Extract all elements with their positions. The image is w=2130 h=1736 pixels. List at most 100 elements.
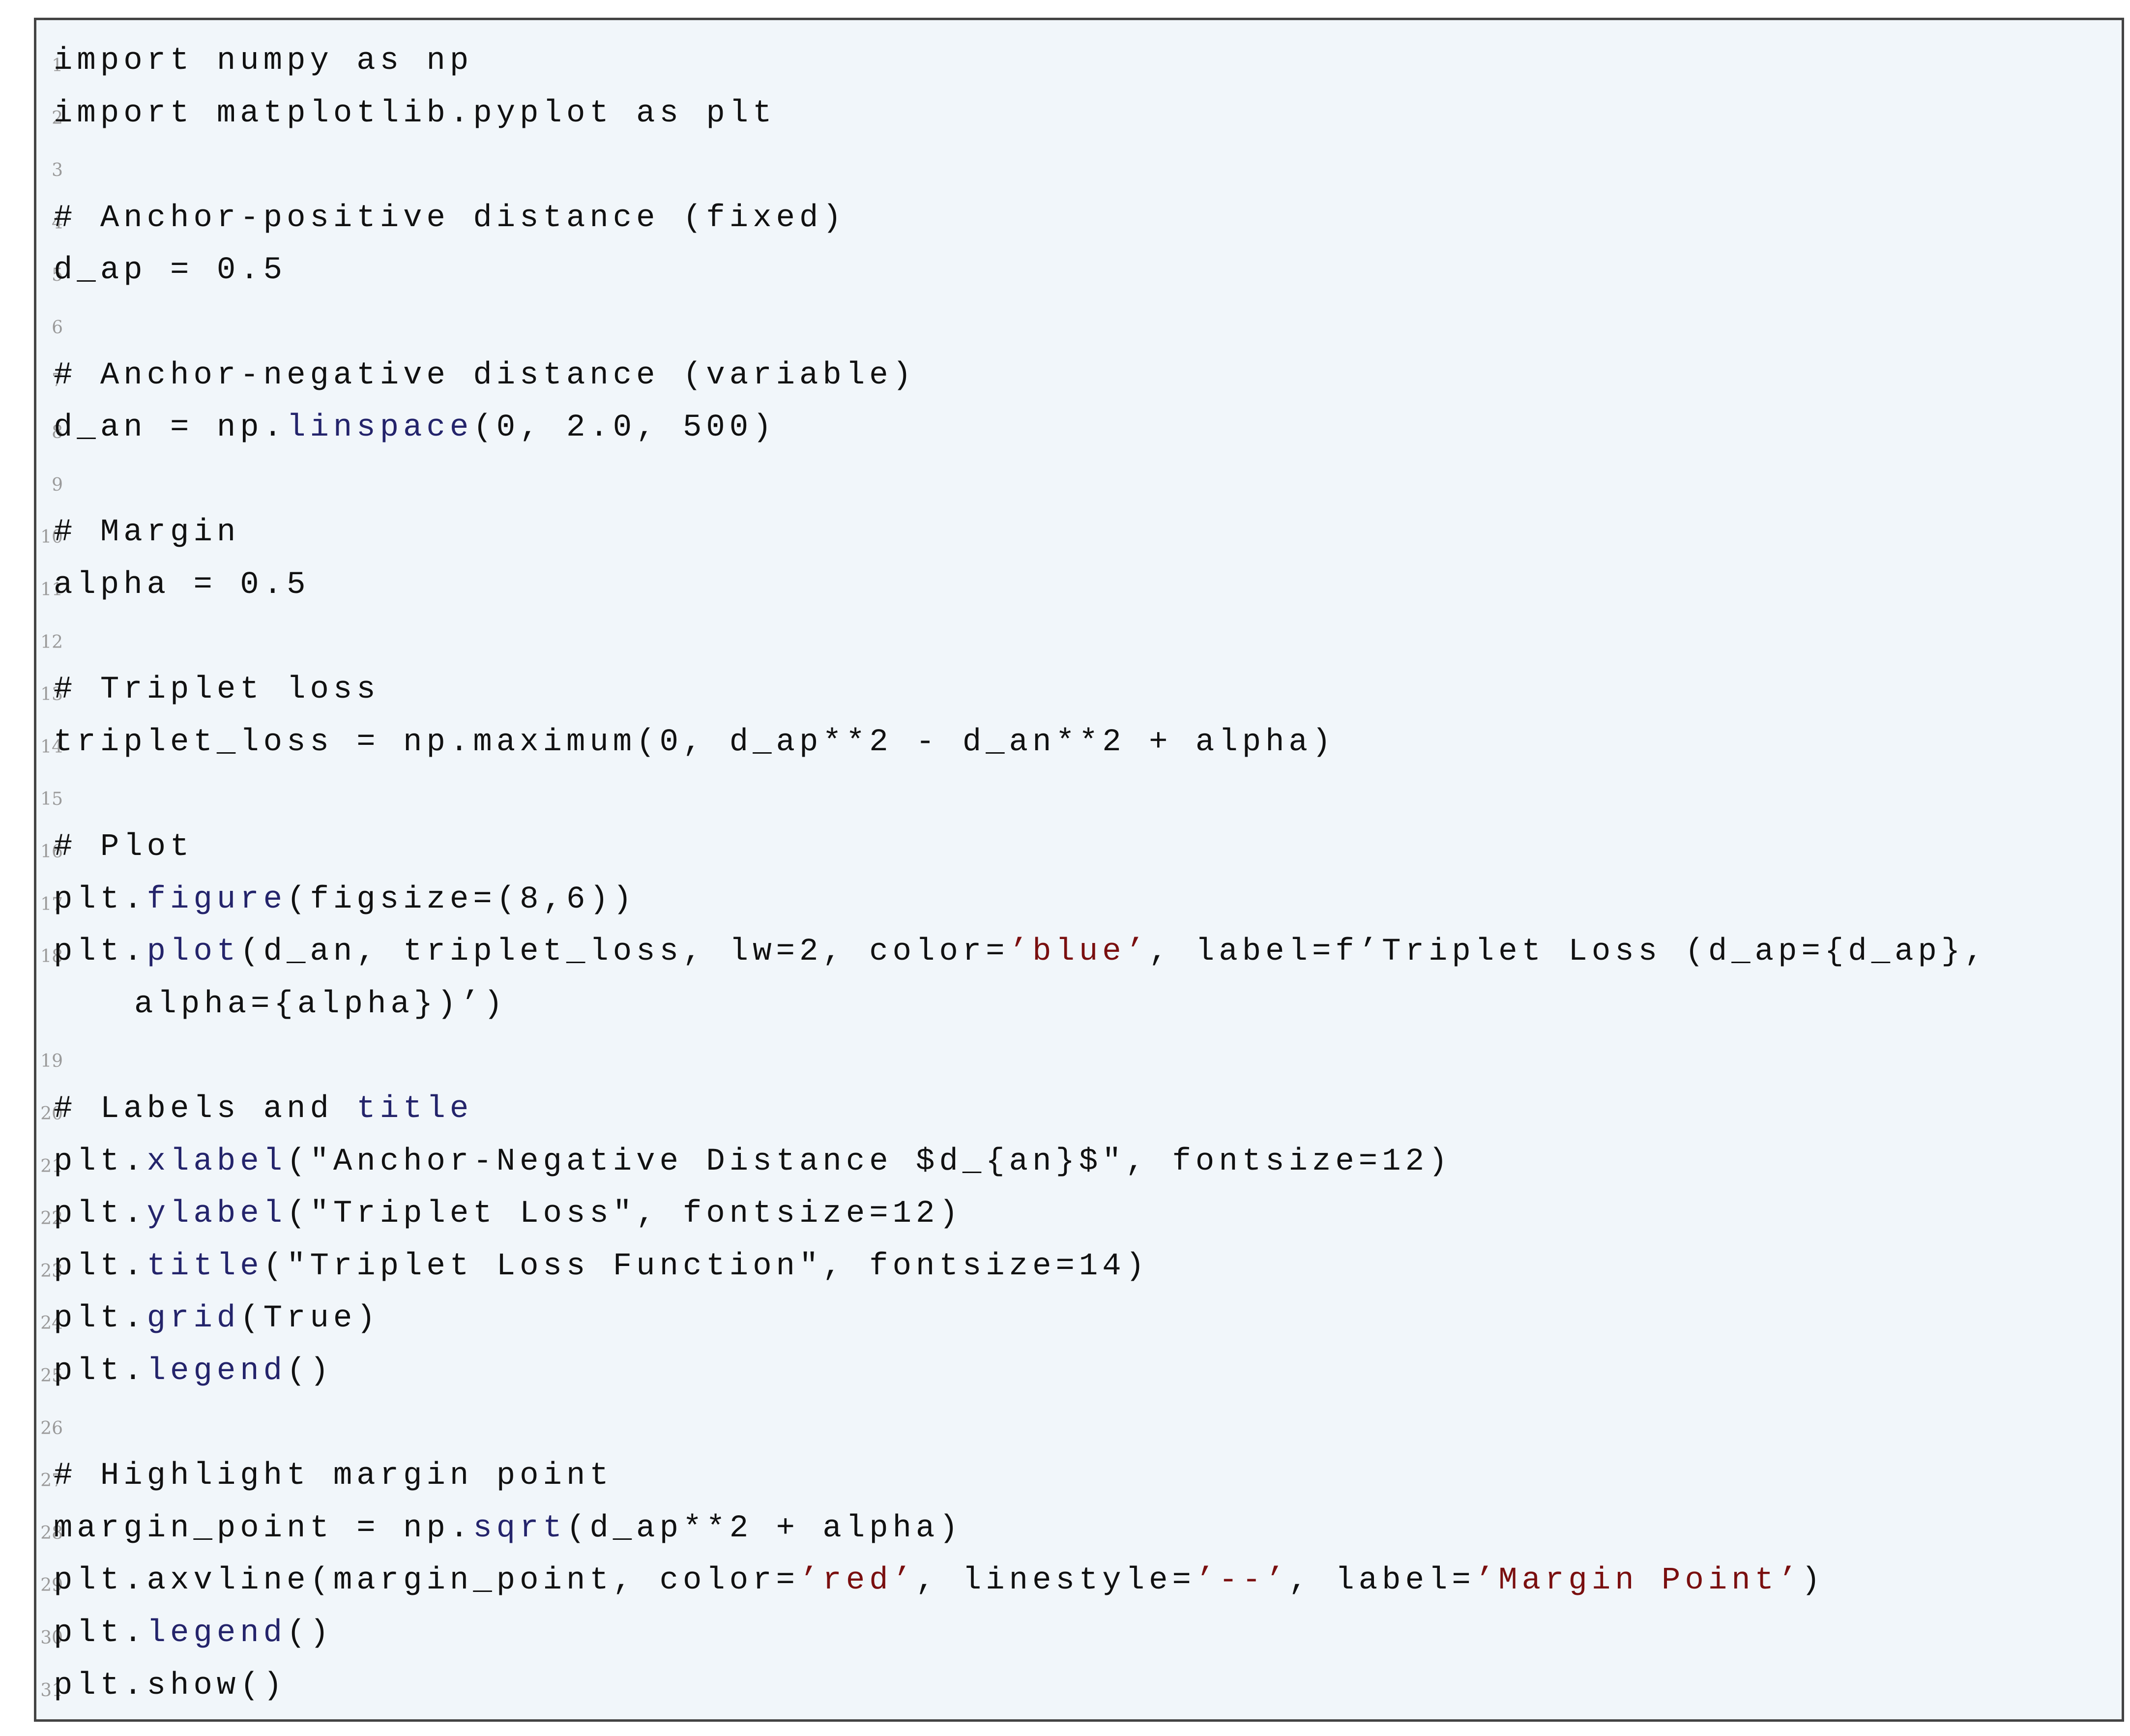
code-line: 9 xyxy=(36,453,2122,505)
code-function-token: linspace xyxy=(287,410,473,446)
code-line: 20# Labels and title xyxy=(36,1082,2122,1134)
code-text: # Highlight margin point xyxy=(54,1460,613,1492)
code-text: plt.grid(True) xyxy=(54,1303,380,1334)
code-token: plt. xyxy=(54,1196,147,1232)
code-token: d_an = np. xyxy=(54,410,287,446)
code-token: triplet_loss = np.maximum(0, d_ap**2 - d… xyxy=(54,724,1336,760)
code-token: # Anchor-positive distance (fixed) xyxy=(54,200,846,236)
code-function-token: legend xyxy=(146,1353,287,1389)
code-function-token: sqrt xyxy=(473,1510,566,1546)
line-number: 11 xyxy=(40,580,63,600)
code-text: d_an = np.linspace(0, 2.0, 500) xyxy=(54,412,776,443)
code-token: (0, 2.0, 500) xyxy=(473,410,776,446)
code-line: 16# Plot xyxy=(36,820,2122,872)
code-line: 7# Anchor-negative distance (variable) xyxy=(36,348,2122,400)
line-number: 21 xyxy=(40,1156,63,1177)
code-line: 19 xyxy=(36,1029,2122,1081)
code-text: # Plot xyxy=(54,831,193,863)
line-number: 28 xyxy=(40,1523,63,1543)
code-text: plt.legend() xyxy=(54,1618,333,1649)
code-line: 12 xyxy=(36,610,2122,662)
code-token: (d_ap**2 + alpha) xyxy=(566,1510,963,1546)
code-function-token: plot xyxy=(146,934,240,970)
code-line: alpha={alpha})’) xyxy=(36,977,2122,1029)
line-number: 25 xyxy=(40,1366,63,1386)
code-token: alpha={alpha})’) xyxy=(134,986,507,1022)
code-text: plt.ylabel("Triplet Loss", fontsize=12) xyxy=(54,1198,963,1230)
code-token: # Labels and xyxy=(54,1091,357,1127)
code-text: plt.legend() xyxy=(54,1355,333,1387)
code-string-token: ’blue’ xyxy=(1009,934,1149,970)
line-number: 13 xyxy=(40,684,63,705)
line-number: 9 xyxy=(52,474,63,495)
line-number: 7 xyxy=(52,370,63,390)
code-line: 10# Margin xyxy=(36,505,2122,557)
line-number: 3 xyxy=(52,160,63,181)
code-text: plt.xlabel("Anchor-Negative Distance $d_… xyxy=(54,1146,1452,1177)
line-number: 12 xyxy=(40,632,63,652)
code-text: # Anchor-negative distance (variable) xyxy=(54,360,916,391)
line-number: 31 xyxy=(40,1680,63,1701)
code-token: plt.axvline(margin_point, color= xyxy=(54,1563,799,1599)
code-string-token: ’Margin Point’ xyxy=(1475,1563,1802,1599)
code-line: 6 xyxy=(36,295,2122,348)
line-number: 1 xyxy=(52,56,63,76)
line-number: 8 xyxy=(52,422,63,443)
code-text: plt.figure(figsize=(8,6)) xyxy=(54,884,636,915)
code-token: ) xyxy=(1801,1563,1825,1599)
line-number: 27 xyxy=(40,1471,63,1491)
line-number: 16 xyxy=(40,842,63,862)
code-text: plt.show() xyxy=(54,1670,287,1702)
code-token: plt. xyxy=(54,934,147,970)
code-text: alpha = 0.5 xyxy=(54,569,310,601)
line-number: 5 xyxy=(52,265,63,286)
code-token: # Plot xyxy=(54,829,194,865)
code-text: triplet_loss = np.maximum(0, d_ap**2 - d… xyxy=(54,727,1335,758)
code-token: (figsize=(8,6)) xyxy=(287,882,637,917)
line-number: 20 xyxy=(40,1104,63,1124)
code-line: 26 xyxy=(36,1396,2122,1448)
code-function-token: legend xyxy=(146,1616,287,1651)
code-line: 3 xyxy=(36,138,2122,190)
code-line: 15 xyxy=(36,767,2122,819)
code-token: # Highlight margin point xyxy=(54,1458,613,1494)
line-number: 23 xyxy=(40,1261,63,1281)
line-number: 2 xyxy=(52,108,63,128)
code-token: # Triplet loss xyxy=(54,672,380,708)
code-text: # Margin xyxy=(54,517,240,548)
code-text: plt.title("Triplet Loss Function", fonts… xyxy=(54,1251,1149,1282)
code-text: margin_point = np.sqrt(d_ap**2 + alpha) xyxy=(54,1513,963,1544)
code-function-token: grid xyxy=(146,1301,240,1337)
code-text: d_ap = 0.5 xyxy=(54,255,287,286)
code-token: # Anchor-negative distance (variable) xyxy=(54,357,916,393)
line-number: 29 xyxy=(40,1575,63,1596)
code-line: 4# Anchor-positive distance (fixed) xyxy=(36,191,2122,243)
code-function-token: title xyxy=(356,1091,473,1127)
code-token: plt. xyxy=(54,1353,147,1389)
code-token: (True) xyxy=(240,1301,380,1337)
line-number: 30 xyxy=(40,1628,63,1648)
code-token: import matplotlib.pyplot as plt xyxy=(54,95,776,131)
code-token: ("Anchor-Negative Distance $d_{an}$", fo… xyxy=(287,1144,1452,1179)
line-number: 10 xyxy=(40,527,63,548)
code-text: import numpy as np xyxy=(54,45,473,77)
code-token: , label= xyxy=(1288,1563,1475,1599)
code-text: import matplotlib.pyplot as plt xyxy=(54,98,776,129)
line-number: 6 xyxy=(52,318,63,338)
line-number: 22 xyxy=(40,1208,63,1229)
code-token: plt.show() xyxy=(54,1668,287,1704)
code-text: # Labels and title xyxy=(54,1093,473,1125)
